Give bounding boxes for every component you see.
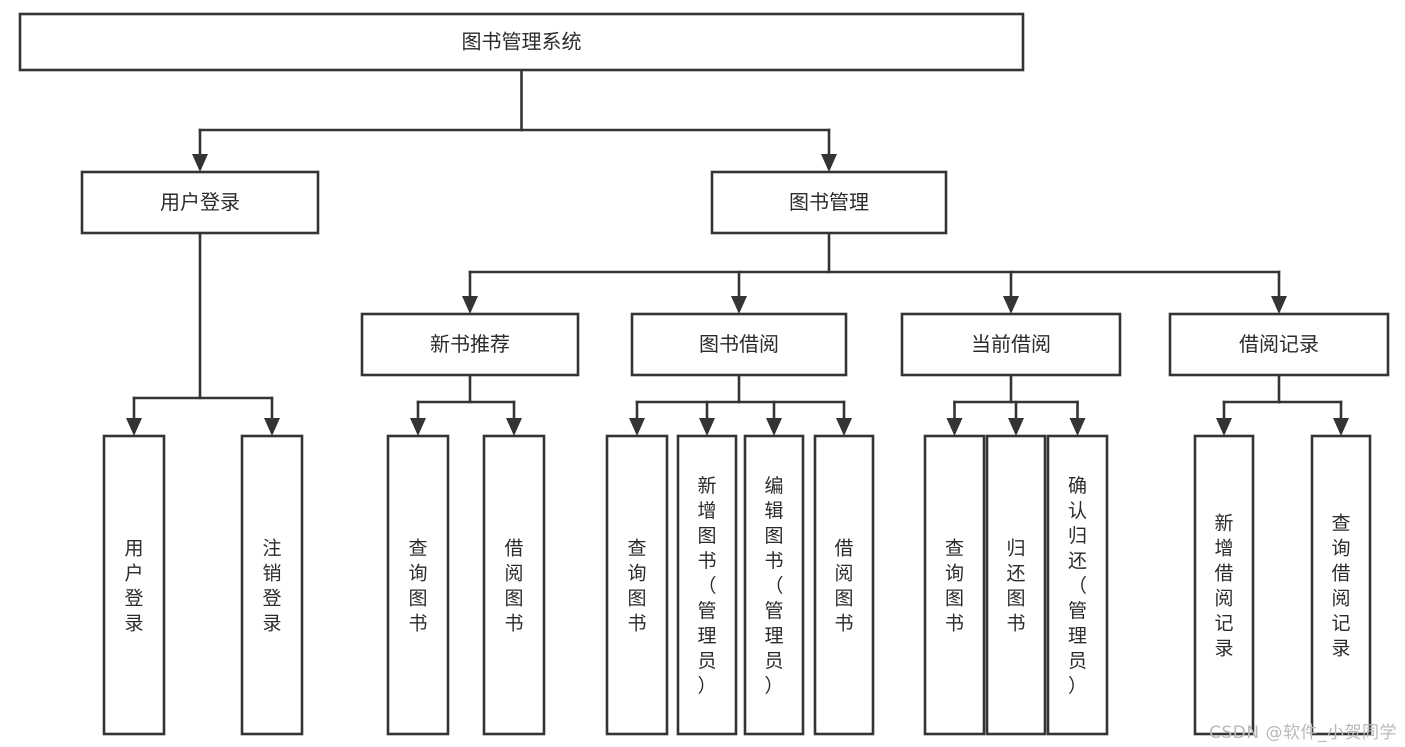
arrow-head-icon — [1333, 418, 1349, 436]
arrow-head-icon — [506, 418, 522, 436]
node-图书管理系统-box[interactable] — [18, 12, 1025, 72]
node-借阅图书-box[interactable] — [813, 434, 875, 736]
edges-layer — [126, 68, 1349, 436]
node-查询图书[interactable]: 查询图书 — [386, 434, 450, 736]
node-新增图书管理员-label: 新增图书（管理员） — [697, 475, 716, 697]
watermark-text: CSDN @软件_小贺同学 — [1209, 723, 1397, 743]
arrow-head-icon — [1069, 418, 1086, 436]
node-当前借阅-label: 当前借阅 — [971, 332, 1051, 356]
node-当前借阅-box[interactable] — [900, 312, 1122, 377]
node-新增图书管理员[interactable]: 新增图书（管理员） — [676, 434, 738, 736]
arrow-head-icon — [1008, 418, 1024, 436]
arrow-head-icon — [1271, 296, 1287, 314]
node-查询借阅记录[interactable]: 查询借阅记录 — [1310, 434, 1372, 736]
node-注销登录-box[interactable] — [240, 434, 304, 736]
node-查询图书-box[interactable] — [386, 434, 450, 736]
node-图书管理-box[interactable] — [710, 170, 948, 235]
arrow-head-icon — [629, 418, 645, 436]
node-查询图书[interactable]: 查询图书 — [923, 434, 986, 736]
node-当前借阅[interactable]: 当前借阅 — [900, 312, 1122, 377]
arrow-head-icon — [821, 154, 837, 172]
arrow-head-icon — [699, 418, 715, 436]
node-用户登录-label: 用户登录 — [124, 538, 143, 635]
node-借阅图书-label: 借阅图书 — [834, 538, 853, 635]
arrow-head-icon — [410, 418, 426, 436]
node-新书推荐-box[interactable] — [360, 312, 580, 377]
node-图书管理-label: 图书管理 — [789, 190, 869, 214]
node-编辑图书管理员[interactable]: 编辑图书（管理员） — [743, 434, 805, 736]
node-确认归还管理员-label: 确认归还（管理员） — [1068, 475, 1087, 697]
node-注销登录-label: 注销登录 — [262, 538, 281, 635]
node-图书借阅-box[interactable] — [630, 312, 848, 377]
node-查询借阅记录-label: 查询借阅记录 — [1331, 513, 1350, 660]
node-编辑图书管理员-box[interactable] — [743, 434, 805, 736]
arrow-head-icon — [766, 418, 782, 436]
node-查询图书-box[interactable] — [923, 434, 986, 736]
arrow-head-icon — [264, 418, 280, 436]
node-编辑图书管理员-label: 编辑图书（管理员） — [764, 475, 783, 697]
node-用户登录[interactable]: 用户登录 — [102, 434, 166, 736]
node-查询图书-label: 查询图书 — [945, 538, 964, 635]
node-查询图书-label: 查询图书 — [627, 538, 646, 635]
arrow-head-icon — [126, 418, 142, 436]
node-借阅图书-label: 借阅图书 — [504, 538, 523, 635]
node-确认归还管理员-box[interactable] — [1046, 434, 1109, 736]
node-借阅记录[interactable]: 借阅记录 — [1168, 312, 1390, 377]
node-借阅记录-label: 借阅记录 — [1239, 332, 1319, 356]
node-新增借阅记录-box[interactable] — [1193, 434, 1255, 736]
node-图书借阅[interactable]: 图书借阅 — [630, 312, 848, 377]
arrow-head-icon — [731, 296, 747, 314]
node-新增借阅记录-label: 新增借阅记录 — [1214, 513, 1233, 660]
node-借阅图书-box[interactable] — [482, 434, 546, 736]
node-归还图书-label: 归还图书 — [1006, 538, 1025, 635]
node-归还图书[interactable]: 归还图书 — [985, 434, 1047, 736]
arrow-head-icon — [946, 418, 963, 436]
node-新增图书管理员-box[interactable] — [676, 434, 738, 736]
arrow-head-icon — [1216, 418, 1232, 436]
node-借阅记录-box[interactable] — [1168, 312, 1390, 377]
node-查询图书-box[interactable] — [605, 434, 669, 736]
node-归还图书-box[interactable] — [985, 434, 1047, 736]
node-用户登录-box[interactable] — [102, 434, 166, 736]
node-图书管理系统[interactable]: 图书管理系统 — [18, 12, 1025, 72]
node-借阅图书[interactable]: 借阅图书 — [482, 434, 546, 736]
node-借阅图书[interactable]: 借阅图书 — [813, 434, 875, 736]
node-图书借阅-label: 图书借阅 — [699, 332, 779, 356]
node-用户登录-label: 用户登录 — [160, 190, 240, 214]
nodes-layer: 图书管理系统用户登录图书管理新书推荐图书借阅当前借阅借阅记录用户登录注销登录查询… — [18, 12, 1390, 736]
node-图书管理[interactable]: 图书管理 — [710, 170, 948, 235]
node-新书推荐-label: 新书推荐 — [430, 332, 510, 356]
node-用户登录[interactable]: 用户登录 — [80, 170, 320, 235]
arrow-head-icon — [1003, 296, 1019, 314]
arrow-head-icon — [192, 154, 208, 172]
node-查询图书-label: 查询图书 — [408, 538, 427, 635]
node-新增借阅记录[interactable]: 新增借阅记录 — [1193, 434, 1255, 736]
node-注销登录[interactable]: 注销登录 — [240, 434, 304, 736]
arrow-head-icon — [836, 418, 852, 436]
node-查询借阅记录-box[interactable] — [1310, 434, 1372, 736]
node-查询图书[interactable]: 查询图书 — [605, 434, 669, 736]
node-新书推荐[interactable]: 新书推荐 — [360, 312, 580, 377]
node-图书管理系统-label: 图书管理系统 — [462, 30, 582, 54]
node-确认归还管理员[interactable]: 确认归还（管理员） — [1046, 434, 1109, 736]
node-用户登录-box[interactable] — [80, 170, 320, 235]
arrow-head-icon — [462, 296, 478, 314]
